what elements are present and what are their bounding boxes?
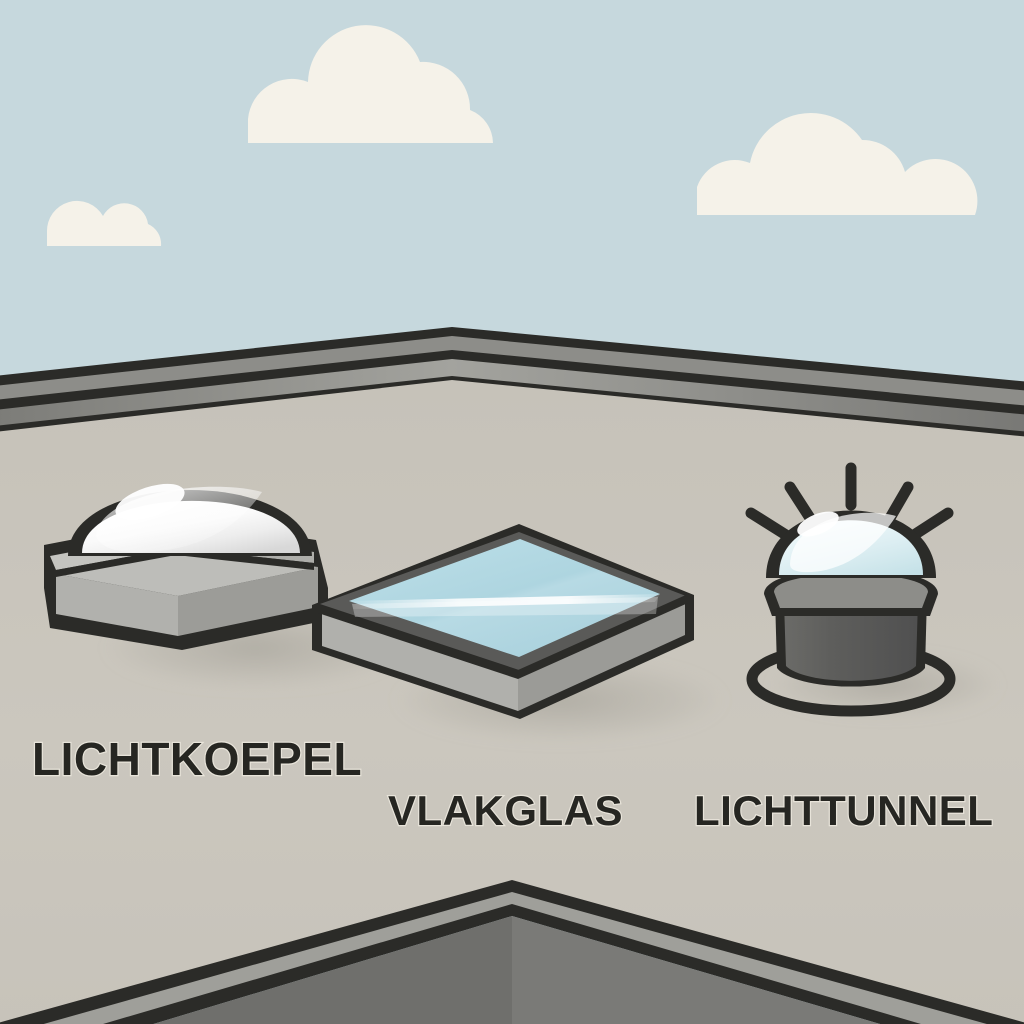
dome-curb-face-left — [56, 574, 178, 636]
object-lichttunnel[interactable] — [745, 462, 956, 717]
label-lichttunnel: LICHTTUNNEL — [694, 787, 993, 834]
object-vlakglas[interactable] — [312, 524, 694, 719]
object-lichtkoepel[interactable] — [44, 477, 328, 650]
label-vlakglas: VLAKGLAS — [388, 787, 623, 834]
ray-icon-1 — [745, 507, 792, 541]
parapet-near-right — [512, 880, 1024, 1024]
ray-icon-2 — [784, 481, 816, 524]
cloud-left-small — [46, 200, 162, 246]
ray-icon-4 — [884, 481, 914, 524]
tunnel-collar — [774, 574, 928, 608]
glass-frame-edge-right — [518, 594, 688, 679]
parapet-near-left — [0, 880, 512, 1024]
glass-highlight-streak-soft — [352, 597, 658, 617]
cloud-top-center — [248, 25, 493, 144]
dome-curb-face-right — [178, 567, 318, 636]
glass-frame-face-right — [518, 601, 685, 711]
glass-highlight-streak — [351, 594, 660, 609]
glass-frame-edge-left — [318, 604, 518, 679]
tunnel-dome-glint — [797, 511, 839, 537]
labels-group: LICHTKOEPEL VLAKGLAS LICHTTUNNEL — [31, 732, 994, 835]
cloud-right-large — [697, 113, 978, 215]
tunnel-body — [784, 600, 918, 681]
glass-frame-face-left — [322, 612, 518, 711]
label-lichtkoepel: LICHTKOEPEL — [32, 733, 362, 785]
dome-glint — [115, 483, 185, 521]
ray-icon-5 — [908, 507, 954, 541]
lichttunnel-rays — [745, 462, 954, 541]
